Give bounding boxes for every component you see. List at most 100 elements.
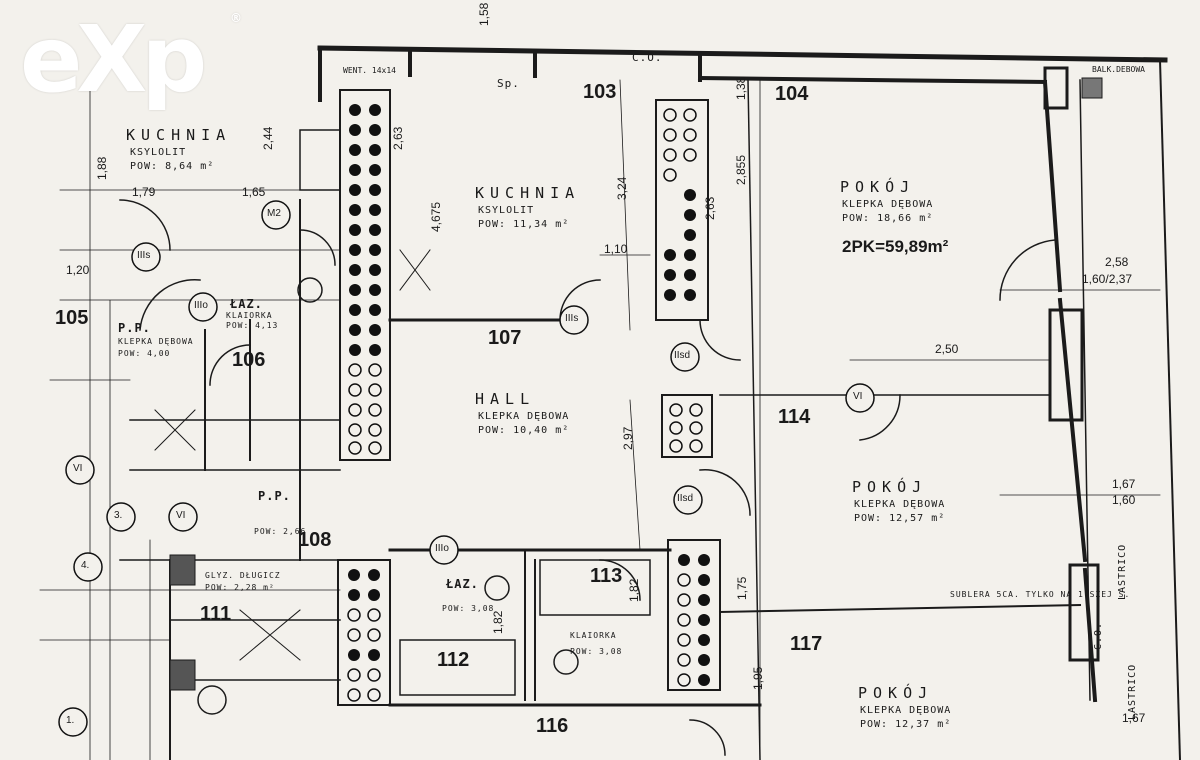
label-pp-mid: P.P. bbox=[258, 489, 291, 503]
dimension-label: 2,97 bbox=[621, 426, 635, 450]
label-sp: Sp. bbox=[497, 77, 520, 90]
dimension-label: 2,44 bbox=[261, 126, 275, 150]
circle-mark-3: 3. bbox=[114, 510, 123, 521]
door-arc-5 bbox=[699, 468, 751, 516]
label-hall: HALL bbox=[475, 390, 536, 408]
label-lastrico-1: LASTRICO bbox=[1117, 543, 1128, 600]
shaft-dots-center bbox=[663, 108, 697, 182]
wall-104-top bbox=[697, 75, 1048, 85]
shaft-dots-small bbox=[669, 403, 703, 453]
room-number-116: 116 bbox=[536, 715, 569, 737]
label-kuchnia-left-floor: KSYLOLIT bbox=[130, 147, 187, 158]
room-number-114: 114 bbox=[778, 406, 811, 428]
balcony-pillar-2 bbox=[1068, 563, 1100, 662]
shaft-dots-left bbox=[349, 104, 381, 356]
dimension-label: 1,82 bbox=[627, 578, 641, 602]
door-arc-7 bbox=[209, 344, 251, 386]
door-mark-4: IIsd bbox=[674, 350, 691, 361]
exterior-wall-top bbox=[317, 45, 1168, 63]
bathtub-113 bbox=[539, 559, 651, 616]
wall-vertical-530 bbox=[524, 549, 536, 701]
co-box bbox=[1043, 66, 1069, 110]
door-mark-1: IIIs bbox=[137, 250, 151, 261]
label-co-top: C.O. bbox=[632, 51, 663, 64]
door-arc-2 bbox=[859, 394, 901, 441]
room-number-117: 117 bbox=[790, 633, 823, 655]
exp-logo: eXp ® bbox=[20, 12, 242, 106]
balcony-pillar-1 bbox=[1048, 308, 1084, 422]
door-mark-2: IIIo bbox=[194, 300, 208, 311]
label-co-right: C.O. bbox=[1093, 621, 1104, 650]
bathtub-112 bbox=[399, 639, 516, 696]
room-number-113: 113 bbox=[590, 565, 623, 587]
label-pokoj-top: POKÓJ bbox=[840, 178, 916, 196]
fixture-circle-1 bbox=[297, 277, 323, 303]
dimension-label: 1,82 bbox=[491, 610, 505, 634]
label-balcony-right: BALK.DEBOWA bbox=[1092, 65, 1145, 74]
door-mark-5: VI bbox=[853, 391, 863, 402]
wall-inner-right bbox=[1079, 79, 1091, 701]
wall-left-rooms bbox=[119, 419, 341, 681]
door-mark-9: IIIo bbox=[435, 543, 449, 554]
label-pokoj-mid-area: POW: 12,57 m² bbox=[854, 513, 946, 524]
dimension-label: 1,20 bbox=[66, 263, 90, 277]
room-number-106: 106 bbox=[232, 349, 266, 371]
wall-vertical-750 bbox=[747, 79, 761, 760]
label-pp-left-floor: KLEPKA DĘBOWA bbox=[118, 337, 194, 346]
small-shaft bbox=[661, 394, 713, 458]
hatch-block-1 bbox=[169, 554, 196, 586]
shaft-dots-lower-left-hollow bbox=[347, 608, 381, 702]
door-arc-6 bbox=[139, 279, 201, 331]
stair-block bbox=[299, 129, 341, 191]
hatch-111 bbox=[239, 609, 301, 661]
dimension-label: 1,60 bbox=[1112, 493, 1136, 507]
label-pokoj-top-floor: KLEPKA DĘBOWA bbox=[842, 199, 934, 210]
shaft-column-lower bbox=[667, 539, 721, 691]
logo-registered-mark: ® bbox=[230, 11, 242, 25]
room-number-112: 112 bbox=[437, 649, 470, 671]
dimension-label: 2,63 bbox=[703, 196, 717, 220]
dimension-label: 2,58 bbox=[1105, 255, 1129, 269]
label-apartment-total: 2PK=59,89m² bbox=[842, 237, 949, 256]
label-hall-area: POW: 10,40 m² bbox=[478, 425, 570, 436]
door-arc-11 bbox=[689, 719, 726, 756]
shaft-column-center bbox=[655, 99, 709, 321]
hatch-kitchen bbox=[399, 249, 431, 291]
fixture-circle-3 bbox=[553, 649, 579, 675]
label-kuchnia-center-floor: KSYLOLIT bbox=[478, 205, 535, 216]
shaft-column-left-2 bbox=[337, 559, 391, 706]
label-laz-left-sub: KLAIORKA bbox=[226, 311, 273, 320]
door-mark-8: IIsd bbox=[677, 493, 694, 504]
dimension-label: 1,79 bbox=[132, 185, 156, 199]
room-number-111: 111 bbox=[200, 603, 232, 625]
label-laz-right-area: POW: 3,08 bbox=[570, 647, 623, 656]
label-pokoj-bottom-floor: KLEPKA DĘBOWA bbox=[860, 705, 952, 716]
label-laz-center-area: POW: 3,08 bbox=[442, 604, 495, 613]
dimension-lines bbox=[39, 79, 1161, 760]
door-mark-10: M2 bbox=[267, 208, 281, 219]
dimension-label: 4,675 bbox=[429, 201, 443, 232]
label-vent: WENT. 14x14 bbox=[343, 66, 396, 75]
wall-104-right bbox=[1042, 79, 1098, 703]
dimension-label: 1,88 bbox=[95, 156, 109, 180]
label-laz-left-area: POW: 4,13 bbox=[226, 321, 279, 330]
hatch-left bbox=[154, 409, 196, 451]
label-kuchnia-center: KUCHNIA bbox=[475, 184, 581, 202]
label-pp-left: P.P. bbox=[118, 321, 151, 335]
door-tag-circles bbox=[58, 200, 875, 737]
room-number-105: 105 bbox=[55, 307, 89, 329]
door-arc-3 bbox=[559, 279, 601, 321]
dimension-label: 1,75 bbox=[735, 576, 749, 600]
label-pokoj-mid: POKÓJ bbox=[852, 478, 928, 496]
room-number-104: 104 bbox=[775, 83, 809, 105]
dimension-label: 1,38 bbox=[734, 76, 748, 100]
room-number-103: 103 bbox=[583, 81, 617, 103]
label-pp-mid-area: POW: 2,66 bbox=[254, 527, 307, 536]
wall-left-vertical bbox=[169, 199, 301, 760]
dimension-label: 1,10 bbox=[604, 242, 628, 256]
label-kuchnia-center-area: POW: 11,34 m² bbox=[478, 219, 570, 230]
dimension-label: 3,24 bbox=[615, 176, 629, 200]
label-schowek: GLYZ. DŁUGICZ bbox=[205, 571, 281, 580]
